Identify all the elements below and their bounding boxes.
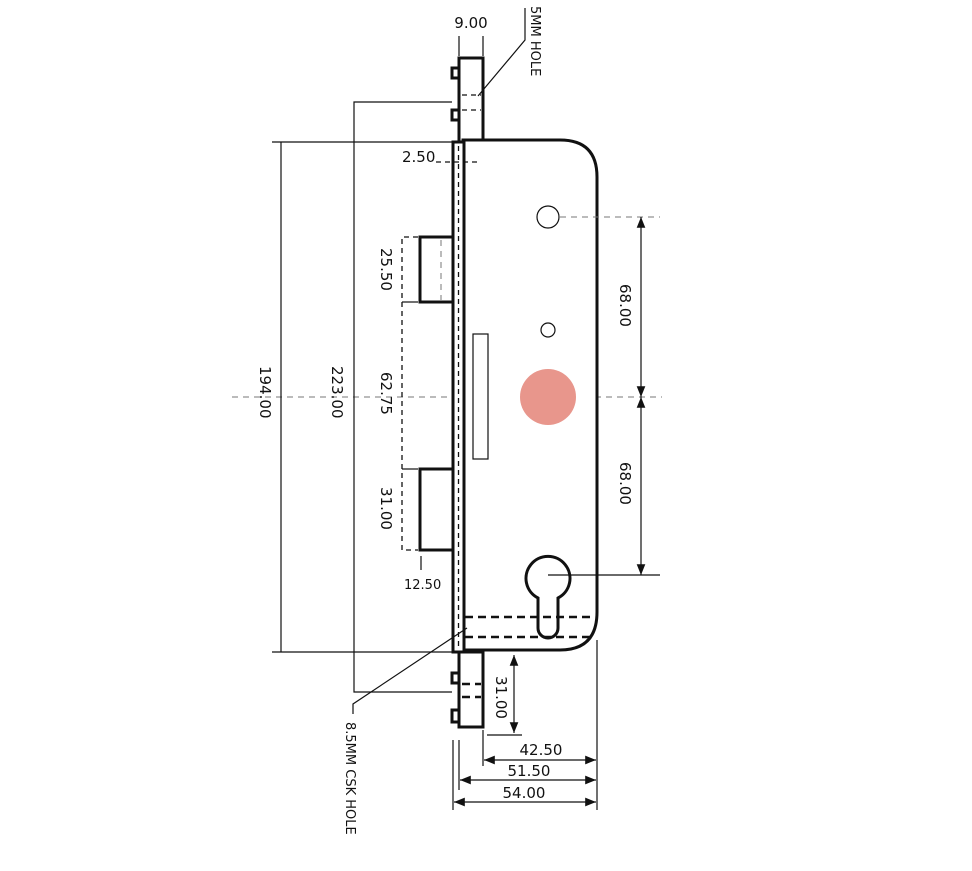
dim-backset: 42.50 [520,741,563,759]
forend [451,140,466,654]
dead-bolt [418,467,458,552]
dim-case-depth: 51.50 [508,762,551,780]
spindle-hole [520,369,576,425]
note-5mm-hole: 5MM HOLE [527,6,542,76]
dim-lower-centre: 68.00 [616,462,634,505]
bottom-keep-extension [450,650,485,729]
latch-slot [472,333,489,460]
dim-top-keep-width: 9.00 [454,14,487,32]
dim-keep-extension: 31.00 [492,676,510,719]
dim-latch-height: 25.50 [377,248,395,291]
dim-overall-depth: 54.00 [503,784,546,802]
small-hole [540,322,556,338]
dim-deadbolt-height: 31.00 [377,487,395,530]
dim-forend-thickness: 2.50 [402,148,435,166]
dim-upper-centre: 68.00 [616,284,634,327]
follower-hole [536,205,560,229]
dim-deadbolt-offset: 12.50 [404,578,441,593]
dim-forend-length: 194.00 [256,366,274,419]
dim-bolt-centres: 62.75 [377,372,395,415]
top-keep-extension [450,56,485,144]
note-csk-hole: 8.5MM CSK HOLE [342,722,357,835]
dim-overall-length: 223.00 [328,366,346,419]
